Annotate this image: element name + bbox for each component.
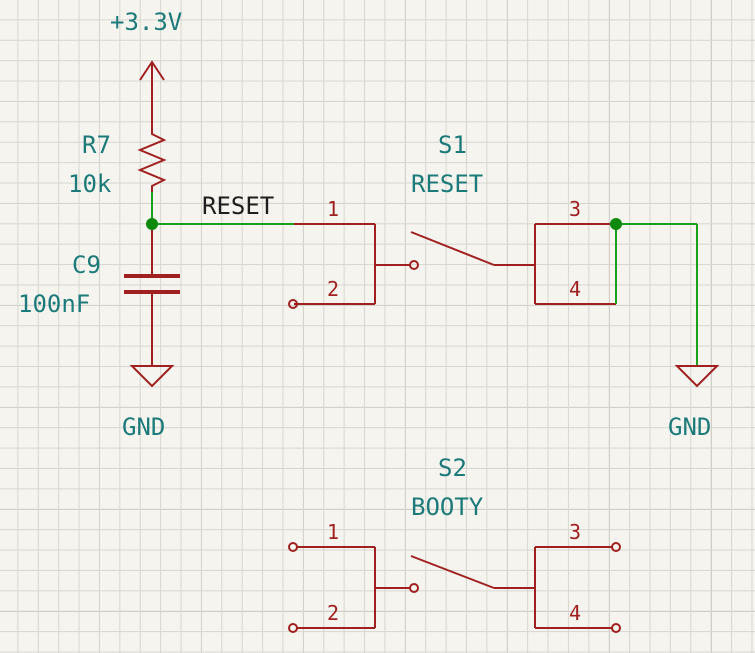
ground-symbol-icon[interactable] <box>674 365 720 388</box>
s1-pin4: 4 <box>569 277 581 301</box>
power-arrow-icon[interactable] <box>139 60 165 128</box>
c9-value: 100nF <box>18 290 90 318</box>
s2-value: BOOTY <box>411 493 484 521</box>
s1-ref: S1 <box>438 131 467 159</box>
ground-symbol-icon[interactable] <box>129 365 175 388</box>
s2-ref: S2 <box>438 454 467 482</box>
junction-dot <box>146 218 158 230</box>
wire <box>615 223 698 366</box>
s1-pin1: 1 <box>327 197 339 221</box>
gnd-left-label: GND <box>122 413 165 441</box>
capacitor-icon[interactable] <box>124 224 180 366</box>
r7-value: 10k <box>68 170 112 198</box>
net-label-reset[interactable]: RESET <box>202 192 274 220</box>
s2-pin4: 4 <box>569 601 581 625</box>
resistor-icon[interactable] <box>137 128 167 192</box>
r7-ref: R7 <box>82 131 111 159</box>
s2-pin1: 1 <box>327 520 339 544</box>
gnd-right-label: GND <box>668 413 711 441</box>
s1-value: RESET <box>411 170 483 198</box>
c9-ref: C9 <box>72 251 101 279</box>
junction-dot <box>610 218 622 230</box>
s1-pin2: 2 <box>327 277 339 301</box>
s2-pin3: 3 <box>569 520 581 544</box>
pushbutton-switch-icon[interactable] <box>288 542 621 633</box>
pushbutton-switch-icon[interactable] <box>288 223 616 309</box>
s1-pin3: 3 <box>569 197 581 221</box>
supply-label: +3.3V <box>110 8 182 36</box>
s2-pin2: 2 <box>327 601 339 625</box>
